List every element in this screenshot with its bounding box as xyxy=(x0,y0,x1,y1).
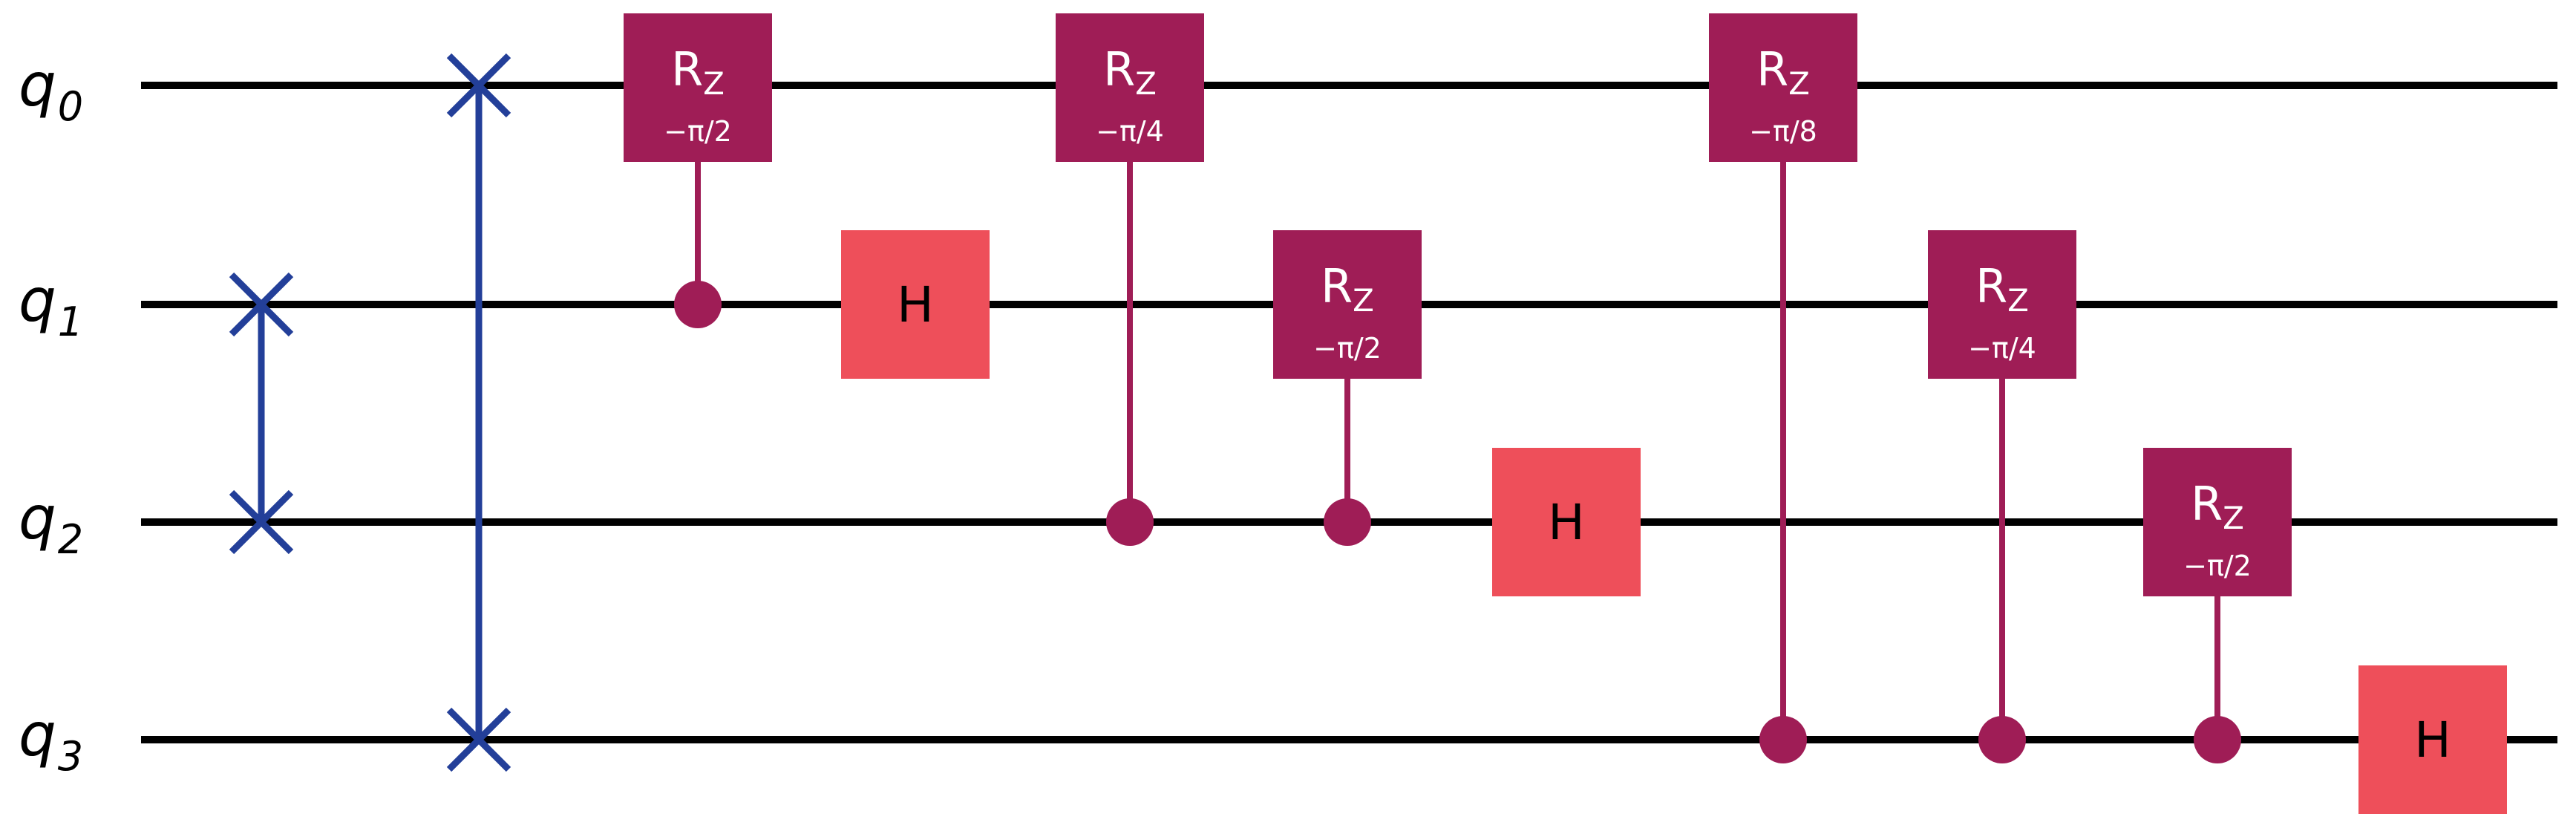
qubit-label-q2: q2 xyxy=(19,483,83,563)
h-gate-box xyxy=(841,230,990,379)
swap-x-mark xyxy=(446,707,511,772)
rz-gate-label: RZ xyxy=(1321,259,1374,319)
rz-gate-param: −π/8 xyxy=(1749,115,1817,148)
rz-gate-label: RZ xyxy=(1975,259,2029,319)
control-dot xyxy=(674,281,722,328)
rz-gate-label: RZ xyxy=(1103,42,1157,102)
hadamard-gate-q3: H xyxy=(2358,665,2507,814)
controlled-rz-gate-5: RZ −π/4 xyxy=(1928,230,2076,763)
rz-gate-box xyxy=(2143,448,2292,596)
rz-gate-param: −π/2 xyxy=(2183,550,2252,582)
controlled-rz-gate-4: RZ −π/8 xyxy=(1709,13,1857,763)
h-gate-label: H xyxy=(897,276,934,333)
hadamard-gate-q1: H xyxy=(841,230,990,379)
control-dot xyxy=(1759,716,1807,763)
rz-gate-box xyxy=(1056,13,1204,162)
qubit-label-q0: q0 xyxy=(19,51,83,130)
rz-gate-box xyxy=(1273,230,1422,379)
hadamard-gate-q2: H xyxy=(1492,448,1641,596)
control-dot xyxy=(1106,498,1154,546)
swap-x-mark xyxy=(229,489,294,555)
rz-gate-param: −π/2 xyxy=(1313,332,1382,365)
rz-gate-label: RZ xyxy=(671,42,725,102)
h-gate-label: H xyxy=(1548,494,1585,551)
rz-gate-label: RZ xyxy=(1756,42,1810,102)
rz-gate-box xyxy=(1928,230,2076,379)
controlled-rz-gate-1: RZ −π/2 xyxy=(624,13,772,328)
swap-x-mark xyxy=(446,53,511,118)
swap-gate-q1-q2 xyxy=(229,272,294,555)
rz-gate-box xyxy=(1709,13,1857,162)
rz-gate-box xyxy=(624,13,772,162)
rz-gate-param: −π/4 xyxy=(1968,332,2036,365)
swap-gate-q0-q3 xyxy=(446,53,511,772)
qubit-label-q3: q3 xyxy=(19,700,83,780)
h-gate-label: H xyxy=(2414,711,2451,769)
h-gate-box xyxy=(1492,448,1641,596)
control-dot xyxy=(1978,716,2026,763)
control-dot xyxy=(2194,716,2241,763)
rz-gate-label: RZ xyxy=(2191,477,2244,536)
controlled-rz-gate-2: RZ −π/4 xyxy=(1056,13,1204,546)
control-dot xyxy=(1324,498,1371,546)
rz-gate-param: −π/4 xyxy=(1096,115,1164,148)
controlled-rz-gate-6: RZ −π/2 xyxy=(2143,448,2292,763)
rz-gate-param: −π/2 xyxy=(664,115,732,148)
controlled-rz-gate-3: RZ −π/2 xyxy=(1273,230,1422,546)
qubit-label-q1: q1 xyxy=(19,266,83,345)
swap-x-mark xyxy=(229,272,294,337)
h-gate-box xyxy=(2358,665,2507,814)
